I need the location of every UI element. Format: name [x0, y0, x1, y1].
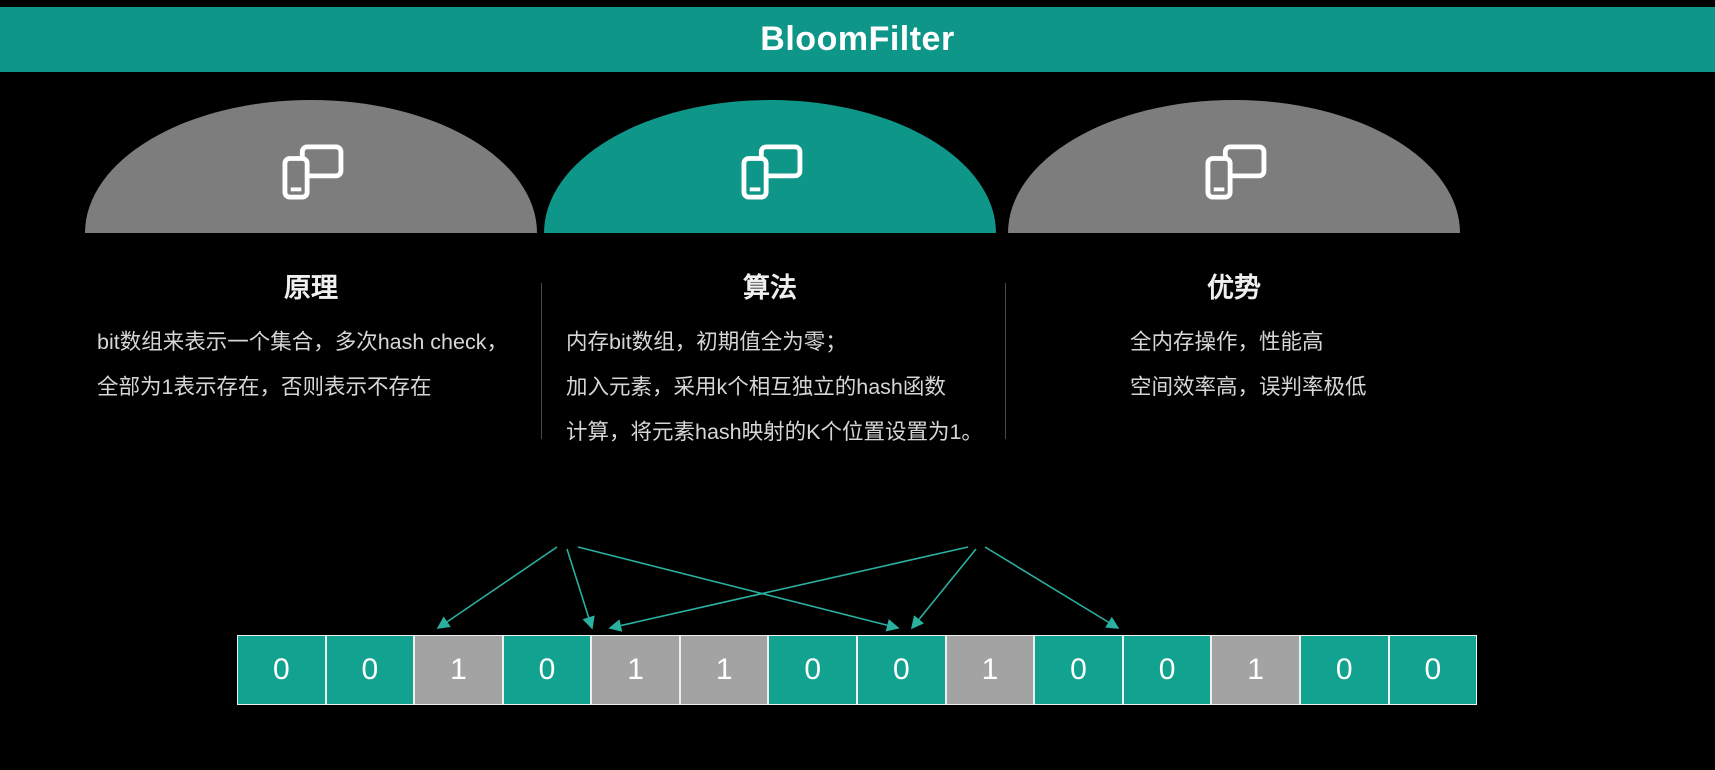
bit-cell: 0: [1388, 635, 1478, 705]
bit-cell: 0: [502, 635, 592, 705]
devices-icon: [735, 144, 805, 205]
text-line: 全内存操作，性能高: [1130, 330, 1324, 354]
text-line: 空间效率高，误判率极低: [1130, 375, 1367, 399]
heading-algorithm: 算法: [743, 273, 797, 303]
bit-cell: 1: [414, 635, 503, 705]
column-divider: [1005, 283, 1006, 439]
bit-cell: 0: [237, 635, 326, 705]
dome-advantage: [1008, 100, 1460, 233]
bit-cell: 0: [768, 635, 858, 705]
header-bar: BloomFilter: [0, 7, 1715, 72]
bit-cell: 1: [679, 635, 769, 705]
heading-advantage: 优势: [1207, 273, 1261, 303]
column-divider: [541, 283, 542, 439]
text-advantage: 全内存操作，性能高 空间效率高，误判率极低: [1130, 320, 1367, 410]
bit-cell: 0: [1299, 635, 1389, 705]
text-line: 内存bit数组，初期值全为零；: [566, 330, 847, 354]
dome-algorithm: [544, 100, 996, 233]
devices-icon: [276, 144, 346, 205]
heading-principle: 原理: [284, 273, 338, 303]
text-line: 计算，将元素hash映射的K个位置设置为1。: [566, 420, 983, 444]
text-line: 加入元素，采用k个相互独立的hash函数: [566, 375, 946, 399]
bit-cell: 1: [591, 635, 680, 705]
bit-cell: 0: [857, 635, 946, 705]
bit-cell: 0: [325, 635, 415, 705]
dome-principle: [85, 100, 537, 233]
text-line: 全部为1表示存在，否则表示不存在: [97, 375, 432, 399]
text-algorithm: 内存bit数组，初期值全为零； 加入元素，采用k个相互独立的hash函数 计算，…: [566, 320, 983, 455]
bit-cell: 1: [945, 635, 1035, 705]
page-title: BloomFilter: [760, 20, 955, 58]
text-line: bit数组来表示一个集合，多次hash check，: [97, 330, 508, 354]
bit-cell: 0: [1034, 635, 1123, 705]
devices-icon: [1199, 144, 1269, 205]
text-principle: bit数组来表示一个集合，多次hash check， 全部为1表示存在，否则表示…: [97, 320, 508, 410]
bit-cell: 1: [1211, 635, 1300, 705]
bit-cell: 0: [1122, 635, 1212, 705]
